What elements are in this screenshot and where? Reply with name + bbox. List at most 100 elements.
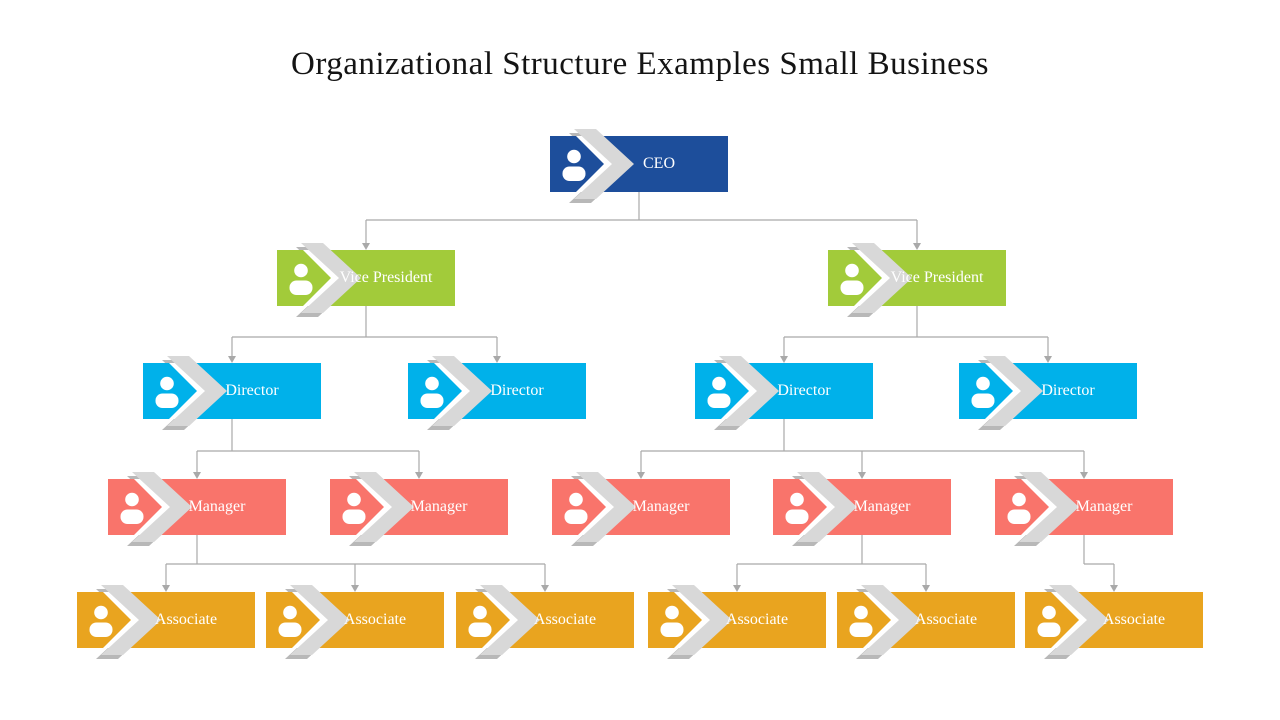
node-box (828, 250, 1006, 306)
person-icon (562, 149, 586, 181)
org-node-m1[interactable]: Manager (108, 472, 286, 546)
node-label: Associate (154, 611, 218, 628)
arrow-down-icon (362, 243, 370, 250)
person-icon (660, 605, 684, 637)
person-icon (1037, 605, 1061, 637)
chevron-banner (773, 472, 951, 546)
person-icon (840, 263, 864, 295)
node-label: Associate (1102, 611, 1166, 628)
node-label: Vice President (890, 269, 984, 286)
chevron-right-icon (132, 472, 192, 542)
chevron-right-icon (480, 585, 540, 655)
node-label: Associate (343, 611, 407, 628)
chevron-right-icon (983, 356, 1043, 426)
node-label: Manager (1075, 498, 1133, 515)
chevron-right-icon (852, 243, 912, 313)
chevron-right-icon (672, 585, 732, 655)
node-box (77, 592, 255, 648)
node-box (695, 363, 873, 419)
node-box (143, 363, 321, 419)
node-label: Vice President (339, 269, 433, 286)
node-label: Manager (410, 498, 468, 515)
chevron-banner (277, 243, 455, 317)
arrow-down-icon (541, 585, 549, 592)
chevron-banner (330, 472, 508, 546)
node-box (648, 592, 826, 648)
person-icon (971, 376, 995, 408)
arrow-down-icon (415, 472, 423, 479)
person-icon (278, 605, 302, 637)
person-icon (155, 376, 179, 408)
chevron-banner (550, 129, 728, 203)
chevron-right-icon (719, 356, 779, 426)
arrow-down-icon (637, 472, 645, 479)
node-box (408, 363, 586, 419)
chevron-banner (108, 472, 286, 546)
person-icon (785, 492, 809, 524)
chevron-right-icon (861, 585, 921, 655)
org-node-a2[interactable]: Associate (266, 585, 444, 659)
node-label: Director (777, 382, 831, 399)
arrow-down-icon (858, 472, 866, 479)
chevron-banner (143, 356, 321, 430)
chevron-right-icon (301, 243, 361, 313)
chevron-banner (695, 356, 873, 430)
node-label: CEO (643, 155, 675, 172)
org-node-m4[interactable]: Manager (773, 472, 951, 546)
arrow-down-icon (493, 356, 501, 363)
node-box (837, 592, 1015, 648)
node-label: Manager (853, 498, 911, 515)
org-node-m2[interactable]: Manager (330, 472, 508, 546)
person-icon (849, 605, 873, 637)
chevron-right-icon (797, 472, 857, 542)
org-node-m5[interactable]: Manager (995, 472, 1173, 546)
org-node-a1[interactable]: Associate (77, 585, 255, 659)
org-node-m3[interactable]: Manager (552, 472, 730, 546)
chevron-banner (828, 243, 1006, 317)
node-box (277, 250, 455, 306)
org-node-a4[interactable]: Associate (648, 585, 826, 659)
person-icon (420, 376, 444, 408)
person-icon (289, 263, 313, 295)
arrow-down-icon (780, 356, 788, 363)
node-label: Manager (632, 498, 690, 515)
person-icon (1007, 492, 1031, 524)
chevron-right-icon (1049, 585, 1109, 655)
person-icon (707, 376, 731, 408)
chevron-banner (266, 585, 444, 659)
chevron-right-icon (1019, 472, 1079, 542)
arrow-down-icon (913, 243, 921, 250)
org-node-d3[interactable]: Director (695, 356, 873, 430)
node-box (456, 592, 634, 648)
org-node-a3[interactable]: Associate (456, 585, 634, 659)
arrow-down-icon (162, 585, 170, 592)
node-label: Associate (914, 611, 978, 628)
org-node-d2[interactable]: Director (408, 356, 586, 430)
node-label: Director (1041, 382, 1095, 399)
node-label: Associate (533, 611, 597, 628)
chevron-banner (77, 585, 255, 659)
chevron-right-icon (167, 356, 227, 426)
org-node-a5[interactable]: Associate (837, 585, 1015, 659)
org-node-d4[interactable]: Director (959, 356, 1137, 430)
arrow-down-icon (1110, 585, 1118, 592)
arrow-down-icon (1080, 472, 1088, 479)
org-node-a6[interactable]: Associate (1025, 585, 1203, 659)
chevron-right-icon (574, 129, 634, 199)
arrow-down-icon (1044, 356, 1052, 363)
person-icon (342, 492, 366, 524)
arrow-down-icon (733, 585, 741, 592)
chevron-banner (408, 356, 586, 430)
org-node-ceo[interactable]: CEO (550, 129, 728, 203)
arrow-down-icon (922, 585, 930, 592)
node-box (550, 136, 728, 192)
node-label: Manager (188, 498, 246, 515)
org-node-vp2[interactable]: Vice President (828, 243, 1006, 317)
chevron-banner (837, 585, 1015, 659)
org-node-d1[interactable]: Director (143, 356, 321, 430)
chevron-banner (1025, 585, 1203, 659)
chevron-banner (959, 356, 1137, 430)
chevron-banner (648, 585, 826, 659)
org-node-vp1[interactable]: Vice President (277, 243, 455, 317)
